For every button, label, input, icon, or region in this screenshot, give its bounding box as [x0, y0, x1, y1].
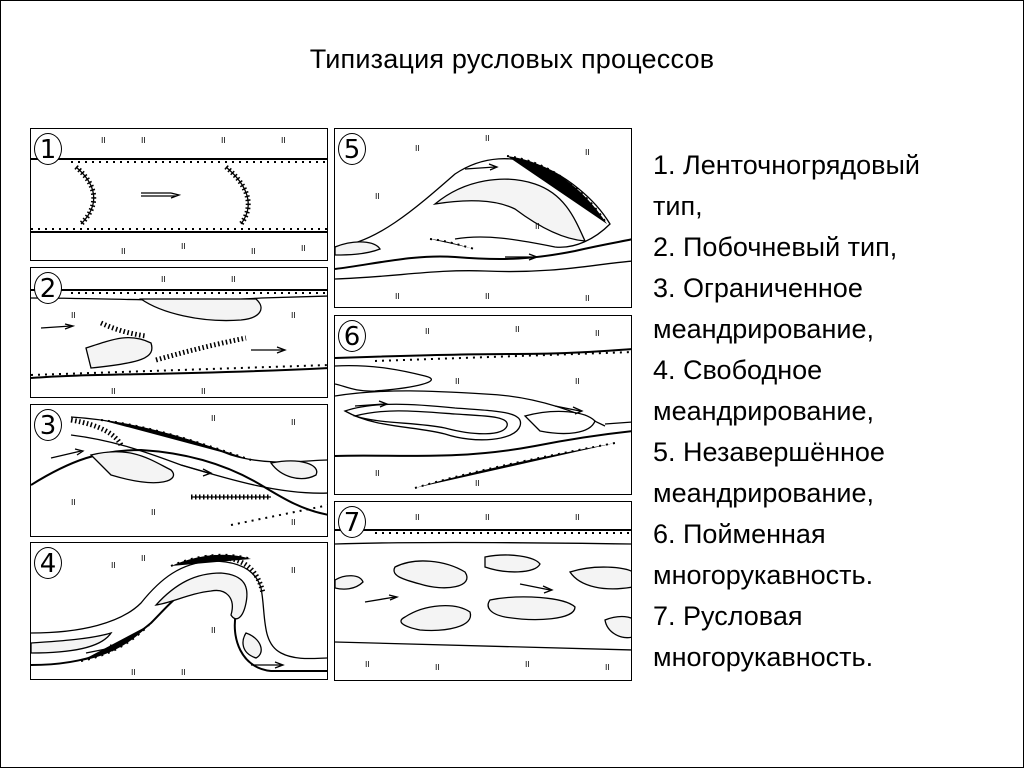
svg-text:II: II	[485, 134, 490, 143]
svg-text:II: II	[585, 294, 590, 303]
panel-4: II II II II II II 4	[30, 542, 328, 680]
svg-text:II: II	[211, 414, 216, 423]
panel-2: II II II II II II 2	[30, 267, 328, 398]
svg-text:II: II	[525, 660, 530, 669]
svg-text:II: II	[475, 479, 480, 488]
panel-7-drawing: II II II II II II II	[335, 513, 631, 672]
svg-text:II: II	[375, 192, 380, 201]
legend-line: тип,	[653, 191, 703, 221]
panel-4-drawing: II II II II II II	[31, 553, 327, 677]
svg-text:II: II	[455, 377, 460, 386]
panel-1-number: 1	[34, 133, 62, 165]
svg-text:II: II	[71, 498, 76, 507]
panel-6-drawing: II II II II II II II	[335, 325, 631, 489]
svg-text:II: II	[151, 508, 156, 517]
svg-text:II: II	[301, 244, 306, 253]
panel-2-drawing: II II II II II II	[31, 275, 327, 396]
svg-text:II: II	[221, 136, 226, 145]
panel-1-drawing: II II II II II II II II	[31, 136, 327, 256]
legend-line: 4. Свободное	[653, 355, 823, 385]
svg-text:II: II	[575, 513, 580, 522]
legend-line: 5. Незавершённое	[653, 437, 885, 467]
svg-text:II: II	[291, 566, 296, 575]
channel-process-diagram: II II II II II II II II 1	[30, 125, 635, 685]
legend-line: многорукавность.	[653, 560, 874, 590]
panel-3-drawing: II II II II II	[31, 414, 327, 527]
svg-text:II: II	[251, 247, 256, 256]
slide-title: Типизация русловых процессов	[309, 44, 715, 74]
svg-text:II: II	[111, 387, 116, 396]
legend-line: меандрирование,	[653, 314, 874, 344]
svg-text:II: II	[575, 377, 580, 386]
panel-4-number: 4	[34, 547, 62, 579]
svg-text:II: II	[595, 329, 600, 338]
svg-text:II: II	[181, 242, 186, 251]
svg-text:II: II	[291, 418, 296, 427]
svg-text:II: II	[415, 513, 420, 522]
panel-6-number: 6	[338, 320, 366, 352]
svg-text:II: II	[435, 663, 440, 672]
legend-line: многорукавность.	[653, 642, 874, 672]
svg-text:II: II	[585, 148, 590, 157]
svg-text:II: II	[181, 668, 186, 677]
svg-text:II: II	[425, 327, 430, 336]
legend-line: 2. Побочневый тип,	[653, 232, 898, 262]
panel-7: II II II II II II II 7	[334, 501, 632, 681]
svg-text:II: II	[141, 136, 146, 145]
svg-text:II: II	[161, 275, 166, 284]
panel-6: II II II II II II II 6	[334, 315, 632, 495]
panel-2-number: 2	[34, 272, 62, 304]
svg-text:II: II	[515, 325, 520, 334]
panel-3: II II II II II 3	[30, 404, 328, 537]
svg-text:II: II	[485, 292, 490, 301]
legend-line: меандрирование,	[653, 478, 874, 508]
panel-5-number: 5	[338, 133, 366, 165]
svg-text:II: II	[131, 668, 136, 677]
svg-text:II: II	[291, 311, 296, 320]
svg-text:II: II	[535, 222, 540, 231]
legend: 1. Ленточногрядовый тип, 2. Побочневый т…	[653, 145, 1013, 678]
svg-text:II: II	[375, 469, 380, 478]
legend-line: 6. Пойменная	[653, 519, 826, 549]
panel-7-number: 7	[338, 506, 366, 538]
legend-line: 7. Русловая	[653, 601, 803, 631]
svg-text:II: II	[415, 144, 420, 153]
panel-5-drawing: II II II II II II II II	[335, 134, 631, 303]
svg-text:II: II	[101, 136, 106, 145]
svg-text:II: II	[141, 554, 146, 563]
svg-text:II: II	[395, 292, 400, 301]
svg-text:II: II	[111, 561, 116, 570]
legend-line: меандрирование,	[653, 396, 874, 426]
panel-3-number: 3	[34, 409, 62, 441]
svg-text:II: II	[281, 136, 286, 145]
svg-text:II: II	[201, 387, 206, 396]
legend-line: 3. Ограниченное	[653, 273, 863, 303]
svg-text:II: II	[71, 311, 76, 320]
svg-text:II: II	[365, 660, 370, 669]
legend-line: 1. Ленточногрядовый	[653, 150, 920, 180]
svg-text:II: II	[605, 663, 610, 672]
svg-text:II: II	[211, 626, 216, 635]
svg-text:II: II	[291, 518, 296, 527]
svg-text:II: II	[121, 247, 126, 256]
svg-text:II: II	[231, 275, 236, 284]
svg-text:II: II	[485, 513, 490, 522]
panel-5: II II II II II II II II 5	[334, 128, 632, 308]
panel-1: II II II II II II II II 1	[30, 128, 328, 261]
